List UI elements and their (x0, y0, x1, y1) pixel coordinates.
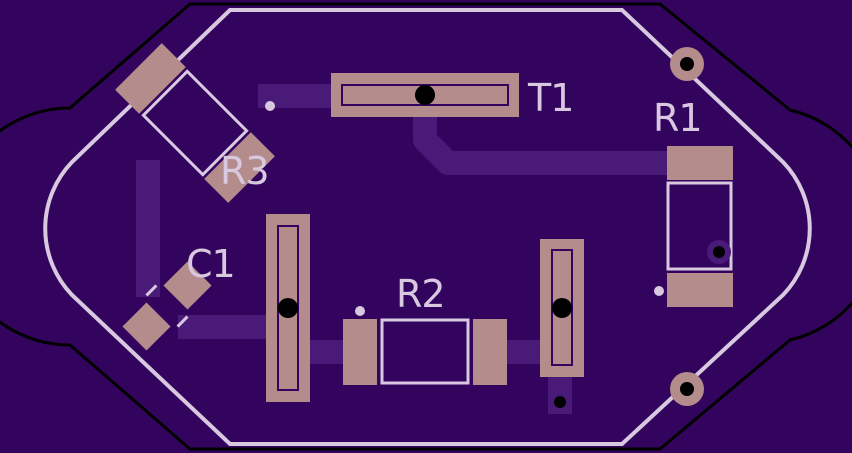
r1-component[interactable] (666, 146, 733, 307)
copper-traces (136, 84, 712, 414)
trace-t1-r1 (413, 84, 712, 175)
r1-pad-top (667, 146, 733, 180)
r3-label: R3 (220, 149, 269, 193)
r1-label: R1 (653, 96, 702, 140)
via-bottom[interactable] (548, 390, 572, 414)
r2-component[interactable] (343, 318, 507, 385)
r3-silk-body (141, 69, 249, 177)
r1-silk-body (666, 181, 733, 271)
r1-pin1-dot (654, 286, 664, 296)
jumper-right[interactable] (540, 239, 584, 377)
r1-pad-bottom (667, 273, 733, 307)
t1-label: T1 (527, 76, 573, 120)
via-r1-drill (713, 246, 725, 258)
r2-pad-right (473, 319, 507, 385)
jumper-right-drill (552, 298, 572, 318)
r3-pad-bottom (204, 132, 275, 203)
via-bottom-drill (554, 396, 566, 408)
c1-silk-left (145, 284, 158, 297)
t1-component[interactable] (331, 73, 519, 117)
r3-pad-top (115, 43, 186, 114)
via-r1[interactable] (707, 240, 731, 264)
r2-silk-body (380, 318, 470, 385)
t1-drill (415, 85, 435, 105)
mounting-hole-bottom[interactable] (670, 372, 704, 406)
mounting-hole-top[interactable] (670, 47, 704, 81)
r2-pin1-dot (355, 306, 365, 316)
mounting-hole-bottom-drill (680, 382, 694, 396)
r2-pad-left (343, 319, 377, 385)
mounting-hole-top-drill (680, 57, 694, 71)
r2-label: R2 (396, 272, 445, 316)
c1-label: C1 (186, 242, 235, 286)
c1-silk-right (176, 315, 189, 328)
r3-pin1-dot (265, 101, 275, 111)
jumper-left[interactable] (266, 214, 310, 402)
silkscreen-outline (43, 8, 812, 446)
r3-component[interactable] (115, 43, 275, 203)
jumper-left-drill (278, 298, 298, 318)
jumper-right-silk (551, 249, 573, 366)
